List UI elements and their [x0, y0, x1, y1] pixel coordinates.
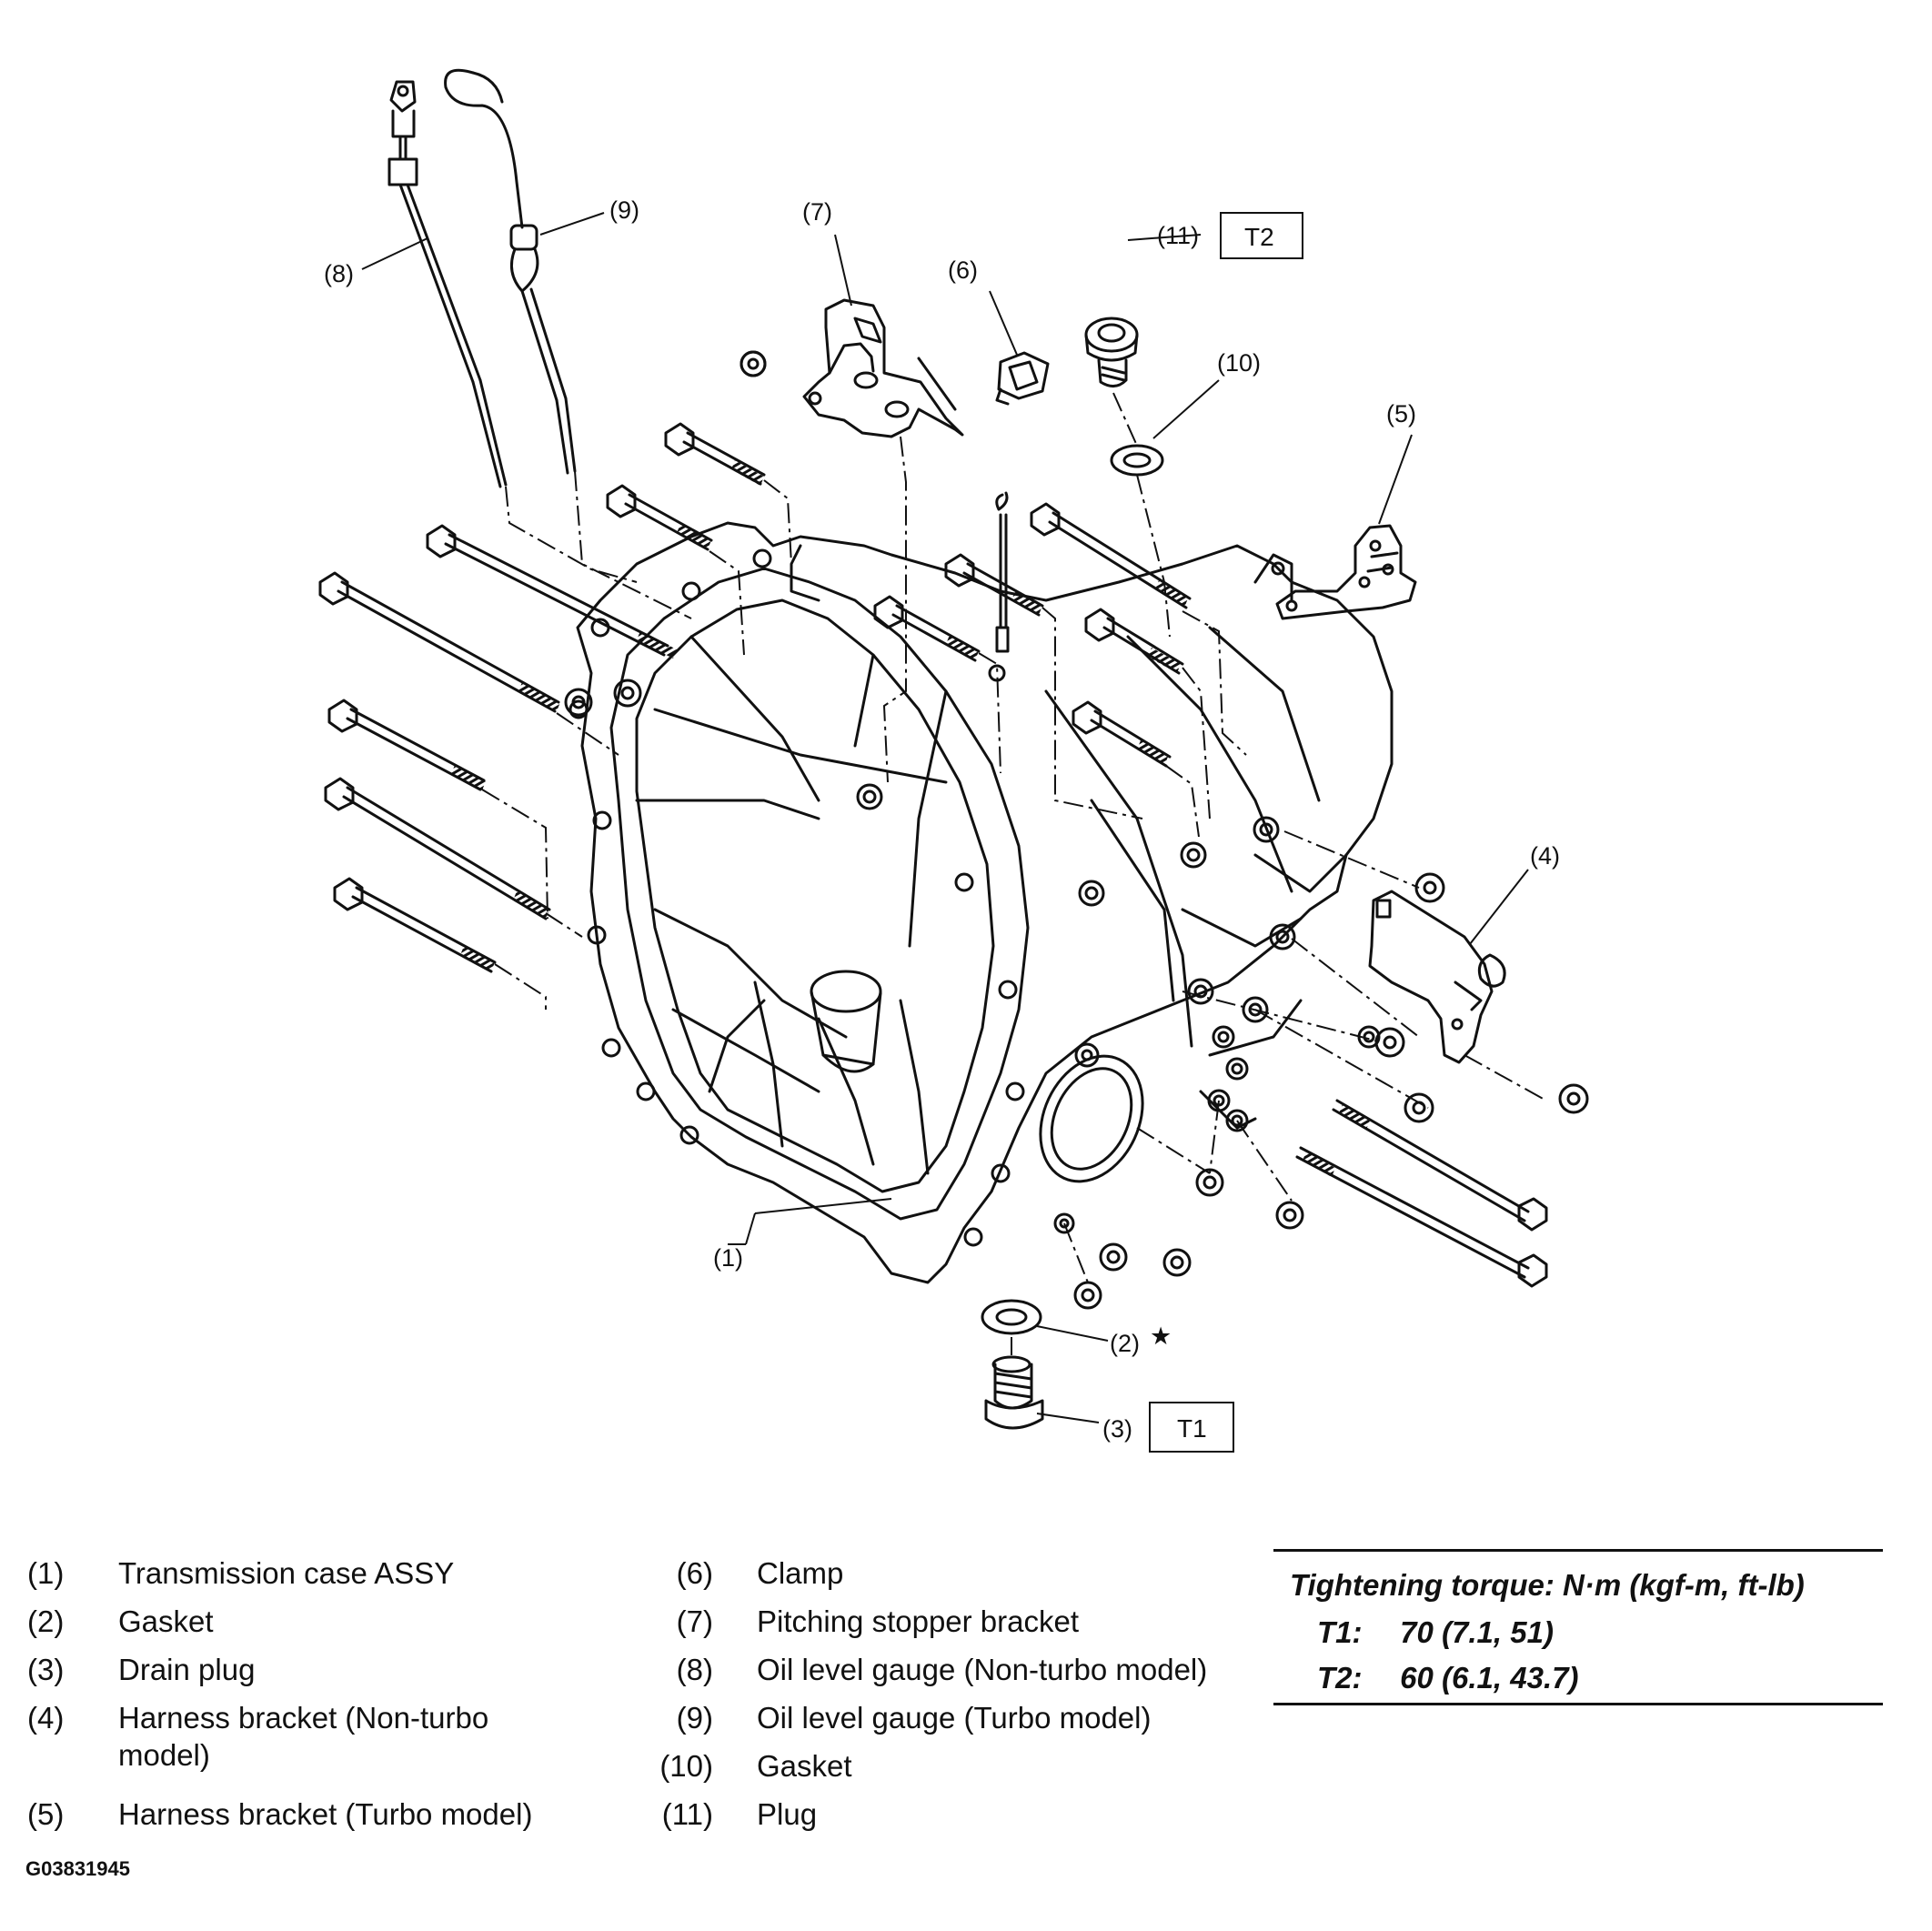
- torque-value: 70 (7.1, 51): [1400, 1615, 1554, 1649]
- legend-number: (9): [676, 1701, 713, 1735]
- case-bolts-left: [318, 350, 767, 973]
- legend-description: Harness bracket (Turbo model): [118, 1797, 533, 1831]
- callout-5: (5): [1386, 400, 1416, 427]
- callout-4: (4): [1530, 842, 1560, 870]
- harness-bracket-non-turbo: [1368, 890, 1506, 1064]
- parts-legend-left: (1) Transmission case ASSY (2) Gasket (3…: [27, 1555, 609, 1856]
- star-mark: ★: [1150, 1323, 1172, 1350]
- pitching-stopper-bracket: [740, 298, 964, 438]
- legend-number: (11): [661, 1797, 713, 1831]
- torque-key: T1:: [1317, 1615, 1363, 1649]
- plug-and-gasket-upper: [1084, 317, 1164, 477]
- leader-lines: [361, 212, 1529, 1423]
- harness-bracket-turbo: [1275, 524, 1417, 620]
- parts-legend-middle: (6) Clamp (7) Pitching stopper bracket (…: [655, 1555, 1273, 1856]
- torque-tag-t1-label: T1: [1177, 1414, 1207, 1443]
- legend-number: (4): [27, 1701, 65, 1735]
- alignment-lines: [481, 392, 1547, 1355]
- legend-number: (1): [27, 1556, 65, 1590]
- torque-tag-t2: T2: [1220, 212, 1303, 259]
- torque-row-t1: T1: 70 (7.1, 51): [1317, 1615, 1554, 1650]
- legend-number: (3): [27, 1653, 65, 1686]
- callout-7: (7): [802, 198, 832, 226]
- callout-1: (1): [713, 1244, 743, 1272]
- clamp: [995, 351, 1050, 406]
- exploded-view-drawing: (1) (2) ★ (3) (4) (5) (6) (7) (8) (9) (1…: [318, 68, 1589, 1453]
- torque-tag-t2-label: T2: [1244, 223, 1274, 251]
- legend-number: (7): [676, 1604, 713, 1638]
- tightening-torque-table: Tightening torque: N·m (kgf-m, ft-lb) T1…: [1273, 1549, 1883, 1705]
- oil-level-gauge-non-turbo: [387, 80, 508, 488]
- legend-description: Oil level gauge (Turbo model): [757, 1701, 1152, 1735]
- torque-key: T2:: [1317, 1661, 1363, 1695]
- callout-8: (8): [324, 260, 354, 287]
- legend-number: (8): [676, 1653, 713, 1686]
- legend-description: Transmission case ASSY: [118, 1556, 455, 1590]
- case-bolts-upper: [873, 491, 1192, 768]
- legend-number: (2): [27, 1604, 65, 1638]
- drain-plug-and-gasket: [981, 1299, 1044, 1430]
- legend-description: Oil level gauge (Non-turbo model): [757, 1653, 1208, 1686]
- legend-description: Clamp: [757, 1556, 844, 1590]
- legend-description-continued: model): [118, 1738, 210, 1772]
- callout-10: (10): [1217, 349, 1261, 377]
- legend-description: Pitching stopper bracket: [757, 1604, 1080, 1638]
- legend-number: (5): [27, 1797, 65, 1831]
- torque-table-title: Tightening torque: N·m (kgf-m, ft-lb): [1290, 1568, 1805, 1602]
- callout-6: (6): [948, 256, 978, 284]
- case-bolts-right: [1073, 872, 1589, 1310]
- legend-number: (6): [676, 1556, 713, 1590]
- callout-9: (9): [609, 196, 639, 224]
- torque-tag-t1: T1: [1149, 1402, 1234, 1453]
- callout-labels: (1) (2) ★ (3) (4) (5) (6) (7) (8) (9) (1…: [324, 196, 1560, 1443]
- legend-description: Gasket: [757, 1749, 852, 1783]
- legend-description: Gasket: [118, 1604, 214, 1638]
- transmission-case: [569, 521, 1394, 1284]
- callout-2: (2): [1110, 1330, 1140, 1357]
- callout-11: (11): [1157, 222, 1199, 249]
- legend-description: Plug: [757, 1797, 818, 1831]
- callout-3: (3): [1102, 1415, 1132, 1443]
- oil-level-gauge-turbo: [444, 68, 577, 475]
- figure-code: G03831945: [25, 1857, 130, 1880]
- legend-number: (10): [659, 1749, 713, 1783]
- legend-description: Harness bracket (Non-turbo: [118, 1701, 489, 1735]
- legend-description: Drain plug: [118, 1653, 256, 1686]
- torque-row-t2: T2: 60 (6.1, 43.7): [1317, 1661, 1578, 1695]
- torque-value: 60 (6.1, 43.7): [1400, 1661, 1579, 1695]
